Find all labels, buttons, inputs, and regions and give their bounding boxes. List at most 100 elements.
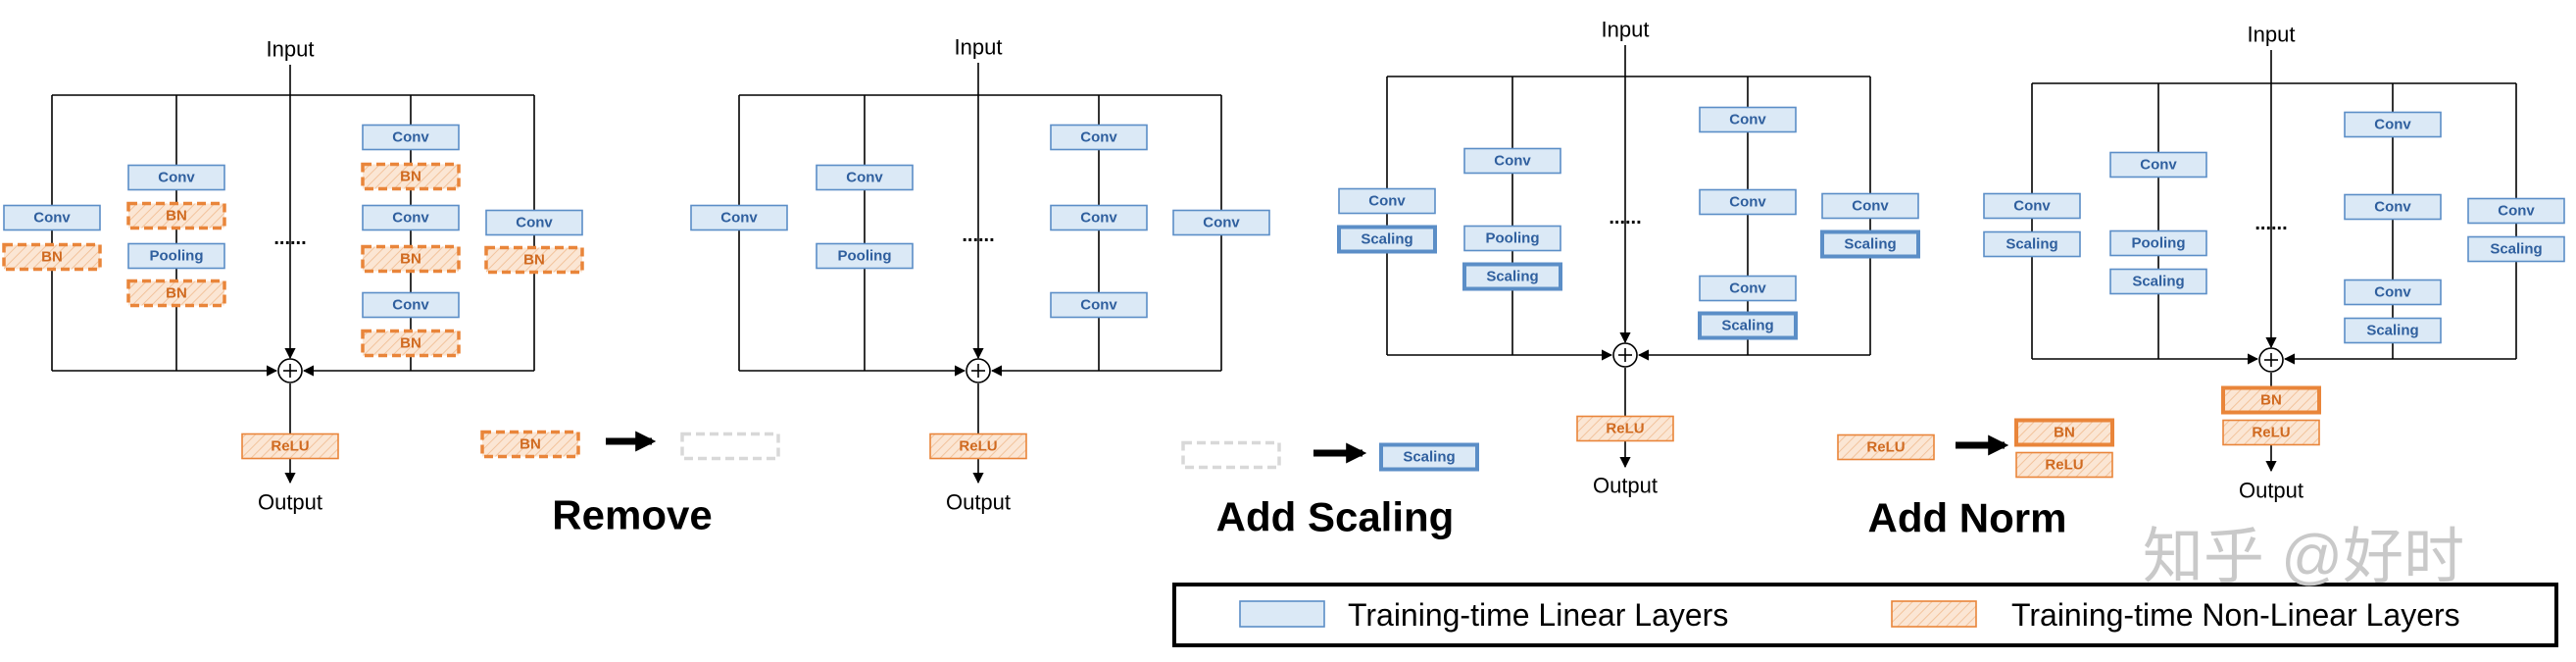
conv-label: Conv xyxy=(392,129,429,146)
conv-label: Conv xyxy=(1080,297,1117,314)
pooling-label: Pooling xyxy=(838,248,892,265)
bn-box xyxy=(2014,418,2114,447)
conv-label: Conv xyxy=(1729,112,1766,128)
conv-box xyxy=(1699,275,1797,302)
bn-box xyxy=(361,329,461,358)
bn-label: BN xyxy=(166,208,187,225)
conv-label: Conv xyxy=(1494,153,1531,170)
conv-box xyxy=(1050,204,1148,231)
layer-boxes xyxy=(2,106,2565,647)
scaling-label: Scaling xyxy=(2490,241,2542,258)
bn-box xyxy=(484,245,584,275)
conv-box xyxy=(1050,124,1148,151)
legend-frame xyxy=(1172,583,2558,647)
legend-nonlinear-label: Training-time Non-Linear Layers xyxy=(2011,597,2460,633)
conv-label: Conv xyxy=(1729,280,1766,297)
diagram-text: Input......ConvBNConvBNPoolingBNConvBNCo… xyxy=(33,18,2542,634)
step-title-add-norm: Add Norm xyxy=(1868,495,2067,541)
scaling-box xyxy=(1820,229,1920,259)
legend-nonlinear-swatch xyxy=(1891,600,1977,628)
input-label: Input xyxy=(267,37,315,62)
bn-box xyxy=(126,279,226,308)
conv-label: Conv xyxy=(1729,194,1766,211)
scaling-box xyxy=(1337,225,1437,254)
conv-box xyxy=(3,204,101,231)
scaling-label: Scaling xyxy=(2132,274,2184,290)
bn-label: BN xyxy=(166,285,187,302)
conv-label: Conv xyxy=(720,210,758,227)
bn-box xyxy=(126,201,226,230)
conv-box xyxy=(2109,151,2207,178)
scaling-box xyxy=(1379,442,1479,472)
conv-label: Conv xyxy=(516,215,553,231)
scaling-label: Scaling xyxy=(1361,231,1412,248)
conv-box xyxy=(362,124,460,151)
conv-box xyxy=(1983,192,2081,220)
scaling-label: Scaling xyxy=(1403,449,1455,466)
scaling-box xyxy=(2344,317,2442,344)
relu-box xyxy=(1576,415,1674,442)
relu-label: ReLU xyxy=(1866,439,1905,456)
step-title-remove: Remove xyxy=(552,492,712,538)
conv-label: Conv xyxy=(1203,215,1240,231)
bn-label: BN xyxy=(523,252,545,269)
scaling-label: Scaling xyxy=(1844,236,1896,253)
conv-box xyxy=(127,164,225,191)
conv-box xyxy=(1699,188,1797,216)
conv-label: Conv xyxy=(1368,193,1406,210)
conv-label: Conv xyxy=(2374,199,2411,216)
relu-box xyxy=(929,433,1027,460)
conv-box xyxy=(1338,187,1436,215)
more-branches-dots: ...... xyxy=(962,225,994,246)
relu-label: ReLU xyxy=(2045,457,2083,474)
input-label: Input xyxy=(2248,23,2296,47)
conv-label: Conv xyxy=(1080,210,1117,227)
step-title-add-scaling: Add Scaling xyxy=(1216,494,1455,540)
pooling-label: Pooling xyxy=(150,248,204,265)
conv-label: Conv xyxy=(2374,284,2411,301)
scaling-label: Scaling xyxy=(2366,323,2418,339)
conv-box xyxy=(2344,111,2442,138)
conv-box xyxy=(1050,291,1148,319)
input-label: Input xyxy=(955,35,1003,60)
conv-box xyxy=(1699,106,1797,133)
scaling-label: Scaling xyxy=(1721,318,1773,334)
more-branches-dots: ...... xyxy=(2254,213,2287,234)
conv-label: Conv xyxy=(33,210,71,227)
conv-label: Conv xyxy=(158,170,195,186)
removed-layer-placeholder xyxy=(1181,440,1281,470)
more-branches-dots: ...... xyxy=(1609,207,1641,229)
conv-label: Conv xyxy=(1852,198,1889,215)
relu-box xyxy=(1837,433,1935,461)
conv-box xyxy=(2467,197,2565,225)
bn-box xyxy=(2221,385,2321,415)
conv-label: Conv xyxy=(2013,198,2051,215)
bn-label: BN xyxy=(520,436,541,453)
bn-box xyxy=(361,244,461,274)
conv-box xyxy=(2344,193,2442,221)
relu-label: ReLU xyxy=(2252,425,2290,441)
relu-label: ReLU xyxy=(1606,421,1644,437)
output-label: Output xyxy=(1593,474,1658,498)
conv-box xyxy=(1821,192,1919,220)
scaling-box xyxy=(1462,262,1562,291)
conv-label: Conv xyxy=(392,297,429,314)
conv-label: Conv xyxy=(392,210,429,227)
output-label: Output xyxy=(258,490,322,515)
scaling-label: Scaling xyxy=(1486,269,1538,285)
pooling-box xyxy=(127,242,225,270)
relu-box xyxy=(241,433,339,460)
conv-box xyxy=(690,204,788,231)
scaling-label: Scaling xyxy=(2006,236,2057,253)
conv-box xyxy=(2344,279,2442,306)
conv-label: Conv xyxy=(1080,129,1117,146)
removed-layer-placeholder xyxy=(680,432,780,461)
scaling-box xyxy=(2467,235,2565,263)
conv-box xyxy=(485,209,583,236)
input-label: Input xyxy=(1602,18,1650,42)
scaling-box xyxy=(1983,230,2081,258)
more-branches-dots: ...... xyxy=(273,228,306,249)
conv-box xyxy=(362,204,460,231)
